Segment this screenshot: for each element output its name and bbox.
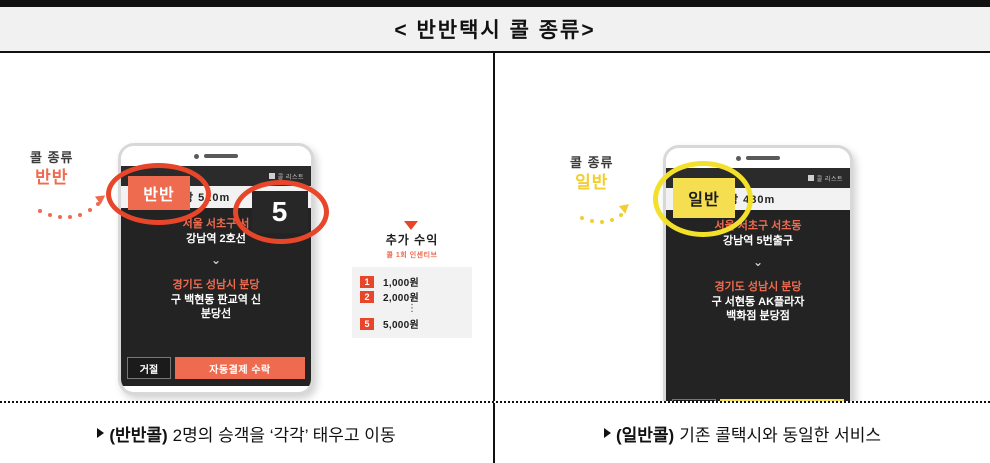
captions-row: (반반콜) 2명의 승객을 ‘각각’ 태우고 이동 (일반콜) 기존 콜택시와 … [0,401,990,463]
highlight-ring-badge [653,161,753,237]
accept-button[interactable]: 자동결제 수락 [720,399,844,401]
caption-bold-text: (반반콜) [109,425,168,445]
bonus-row-number: 5 [360,317,374,330]
bullet-triangle-icon [97,428,105,438]
bonus-table: 1 1,000원 2 2,000원 ⋮ 5 5,000원 [352,267,472,338]
caption-rest-text: 2명의 승객을 ‘각각’ 태우고 이동 [172,425,396,445]
bonus-row-amount: 1,000원 [383,278,420,289]
caption-rest-text: 기존 콜택시와 동일한 서비스 [679,425,882,445]
dest-line-1: 경기도 성남시 분당 [714,280,802,293]
bonus-row-number: 2 [360,290,374,303]
speaker-icon [204,154,238,158]
bonus-title: 추가 수익 [385,233,439,247]
caption-banban: (반반콜) 2명의 승객을 ‘각각’ 태우고 이동 [0,403,495,463]
phone-notch [121,146,311,166]
origin-line-2: 강남역 2호선 [186,232,246,245]
destination-address: 경기도 성남시 분당 구 백현동 판교역 신 분당선 [121,269,311,323]
chevron-down-icon: ⌄ [752,254,764,269]
camera-icon [194,153,199,159]
highlight-ring-count [233,180,329,244]
highlight-ring-badge [106,163,211,225]
bonus-row-number: 1 [360,275,374,288]
caption-ilban: (일반콜) 기존 콜택시와 동일한 서비스 [495,403,990,463]
bonus-row-amount: 2,000원 [383,293,420,304]
callout-kind-label: 콜 종류 [570,155,614,170]
reject-button[interactable]: 거절 [672,399,716,401]
dest-line-3: 백화점 분당점 [726,310,790,323]
dest-line-3: 분당선 [200,308,232,321]
callout-value-label: 일반 [575,172,609,192]
dest-line-2: 구 백현동 판교역 신 [170,293,262,306]
speaker-icon [746,156,780,160]
bonus-row: 1 1,000원 [360,274,464,289]
bonus-block: 추가 수익 콜 1회 인센티브 1 1,000원 2 2,000원 ⋮ 5 5,… [352,231,472,338]
bonus-row: 2 2,000원 [360,289,464,304]
bonus-subtitle: 콜 1회 인센티브 [386,252,438,259]
destination-address: 경기도 성남시 분당 구 서현동 AK플라자 백화점 분당점 [666,271,850,325]
bonus-row: 5 5,000원 [360,316,464,331]
action-button-row: 거절 자동결제 수락 [127,357,305,379]
page-title: < 반반택시 콜 종류> [394,19,596,42]
list-icon [807,175,814,181]
callout-kind-label: 콜 종류 [30,150,74,165]
panel-banban: 콜 종류 반반 [0,53,495,401]
origin-address: 서울 서초구 서 강남역 2호선 [121,208,311,247]
caption-bold-text: (일반콜) [615,425,675,445]
action-button-row: 거절 자동결제 수락 [672,399,844,401]
title-band: < 반반택시 콜 종류> [0,7,990,53]
bonus-ellipsis: ⋮ [407,303,417,314]
origin-line-2: 강남역 5번출구 [723,234,793,247]
panels-container: 콜 종류 반반 [0,53,990,401]
accept-button[interactable]: 자동결제 수락 [175,357,305,379]
callout-ilban: 콜 종류 일반 [570,155,614,192]
bonus-arrow-icon [404,221,418,230]
callout-value-label: 반반 [35,167,69,187]
reject-button[interactable]: 거절 [127,357,171,379]
chevron-down-icon: ⌄ [210,252,222,267]
dest-line-2: 구 서현동 AK플라자 [711,295,805,308]
top-black-bar [0,0,990,7]
bonus-row-amount: 5,000원 [383,320,420,331]
dest-line-1: 경기도 성남시 분당 [172,278,260,291]
bullet-triangle-icon [603,428,611,438]
call-list-label: 콜 리스트 [277,174,304,181]
call-list-label: 콜 리스트 [816,176,843,183]
callout-banban: 콜 종류 반반 [30,150,74,187]
origin-line-1: 서울 서초구 서 [182,218,250,230]
list-icon [268,173,275,179]
panel-ilban: 콜 종류 일반 콜 리스트 [495,53,990,401]
camera-icon [736,155,741,161]
